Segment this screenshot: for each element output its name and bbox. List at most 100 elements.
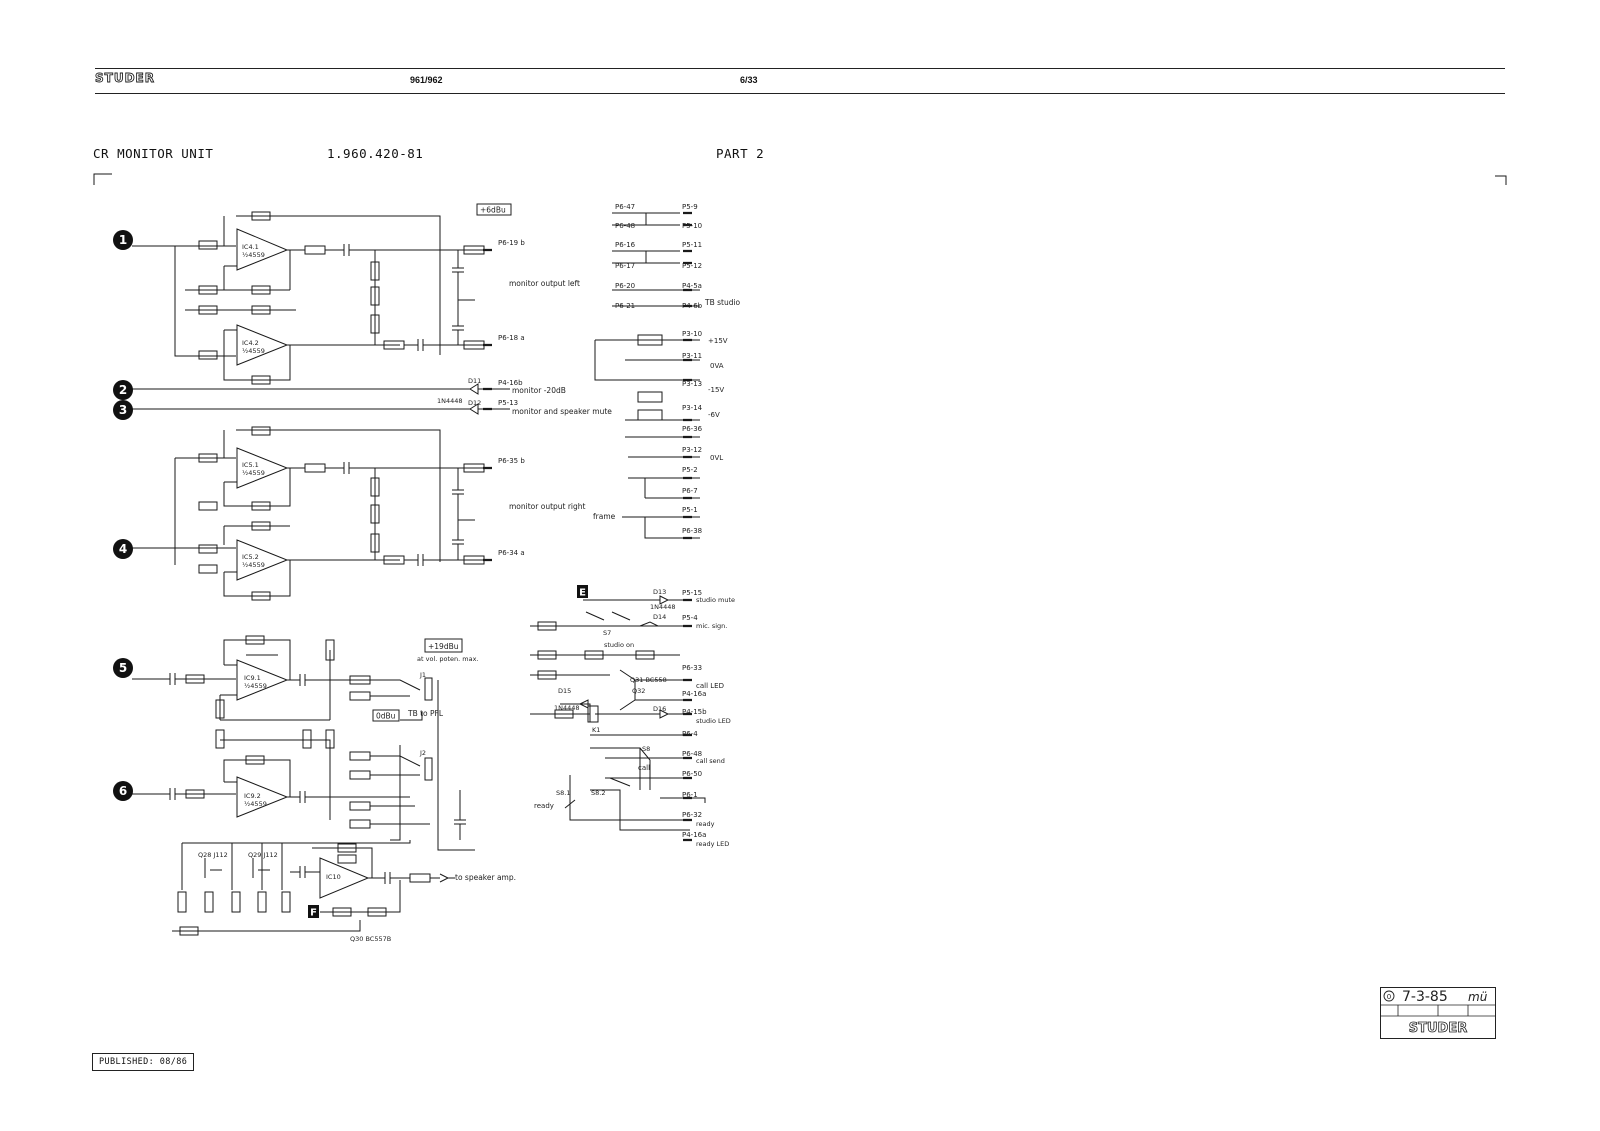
transistor-label: Q29 J112 (248, 851, 278, 859)
corner-mark-right (1495, 175, 1507, 185)
diode-label: D14 (653, 613, 666, 621)
marker-6-label: 6 (119, 784, 127, 798)
conn-right: P6-36 (682, 425, 703, 433)
conn-p5-13: P5-13 (498, 399, 518, 407)
ic-opamp-ic92 (236, 776, 289, 818)
conn-right: P6-47 (615, 203, 635, 211)
stamp-date: 7-3-85 (1402, 989, 1448, 1005)
marker-4 (113, 539, 133, 559)
header-top-rule (95, 68, 1505, 69)
marker-1 (113, 230, 133, 250)
label-monitor-and-speaker-mute: monitor and speaker mute (512, 407, 612, 416)
switch-label: S8.1 (556, 789, 570, 797)
label-call-led: call LED (696, 682, 724, 690)
conn-control: P4-15b (682, 708, 707, 716)
conn-right: P3-12 (682, 446, 702, 454)
conn-right: P3-14 (682, 404, 703, 412)
diode-label: D15 (558, 687, 571, 695)
marker-5 (113, 658, 133, 678)
transistor-label: Q28 J112 (198, 851, 228, 859)
conn-p6-34: P6-34 a (498, 549, 525, 557)
ic-type-label: ½4559 (244, 682, 267, 690)
conn-right: P6-17 (615, 262, 635, 270)
conn-right: P5-12 (682, 262, 702, 270)
boxed-marker-f-label: F (310, 908, 317, 919)
ic52-label: IC5.2 (242, 553, 259, 561)
conn-right: P6-21 (615, 302, 635, 310)
label-monitor-minus20: monitor -20dB (512, 386, 566, 395)
ic-type-label: ½4559 (242, 561, 265, 569)
conn-p6-19: P6-19 b (498, 239, 525, 247)
ic92-label: IC9.2 (244, 792, 261, 800)
conn-control: P6-1 (682, 791, 698, 799)
diode-label: D11 (468, 377, 481, 385)
diode-label: D16 (653, 705, 666, 713)
transistor-label: Q32 (632, 687, 645, 695)
stamp-index: 0 (1387, 993, 1391, 1001)
ic-opamp-ic51 (236, 447, 289, 489)
ic-opamp-ic10 (319, 857, 370, 899)
marker-4-label: 4 (119, 542, 127, 556)
level-tag-19dbu: +19dBu (428, 642, 459, 651)
label-mic-sign: mic. sign. (696, 622, 727, 630)
ic51-label: IC5.1 (242, 461, 259, 469)
conn-right: P5-2 (682, 466, 698, 474)
conn-right: P3-11 (682, 352, 702, 360)
switch-label: J1 (419, 671, 426, 679)
supply-label: 0VL (710, 454, 723, 462)
conn-right: P5-10 (682, 222, 702, 230)
marker-5-label: 5 (119, 661, 127, 675)
diode-type-label: 1N4448 (437, 397, 463, 405)
marker-2 (113, 380, 133, 400)
marker-1-label: 1 (119, 233, 127, 247)
level-tag-box (476, 203, 512, 216)
conn-control: P6-48 (682, 750, 702, 758)
label-ready-led: ready LED (696, 840, 729, 848)
switch-label: K1 (592, 726, 600, 734)
published-date: PUBLISHED: 08/86 (92, 1053, 195, 1071)
level-tag-6dbu: +6dBu (480, 206, 506, 215)
label-studio-mute: studio mute (696, 596, 735, 604)
label-monitor-output-right: monitor output right (509, 502, 586, 511)
marker-6 (113, 781, 133, 801)
part-number: 1.960.420-81 (327, 146, 424, 161)
label-monitor-output-left: monitor output left (509, 279, 580, 288)
page-number: 6/33 (740, 75, 758, 85)
marker-3 (113, 400, 133, 420)
diode-type-label: 1N4448 (650, 603, 676, 611)
boxed-marker-f (308, 905, 319, 918)
ic42-label: IC4.2 (242, 339, 259, 347)
diode-type-label: 1N4448 (554, 704, 580, 712)
label-call-send: call send (696, 757, 725, 765)
supply-label: -15V (708, 386, 724, 394)
conn-control: P5-15 (682, 589, 702, 597)
conn-p6-35: P6-35 b (498, 457, 525, 465)
stamp-brand: STUDER (1409, 1021, 1467, 1036)
part-label: PART 2 (716, 146, 765, 161)
stamp-initials: mü (1468, 990, 1488, 1004)
conn-control: P6-32 (682, 811, 702, 819)
label-studio-led: studio LED (696, 717, 731, 725)
conn-control: P4-16a (682, 831, 706, 839)
conn-right: P4-6b (682, 302, 703, 310)
ic41-label: IC4.1 (242, 243, 259, 251)
switch-label: J2 (419, 749, 426, 757)
model-number: 961/962 (410, 75, 443, 85)
revision-stamp: 0 7-3-85 mü STUDER (1380, 987, 1496, 1039)
ic10-label: IC10 (326, 873, 341, 881)
unit-title: CR MONITOR UNIT (93, 146, 214, 161)
supply-label: -6V (708, 411, 720, 419)
conn-control: P5-4 (682, 614, 698, 622)
conn-right: P4-5a (682, 282, 702, 290)
label-tb-studio: TB studio (704, 298, 741, 307)
supply-label: +15V (708, 337, 728, 345)
label-call: call (638, 764, 650, 772)
conn-right: P3-10 (682, 330, 702, 338)
label-to-speaker-amp: to speaker amp. (455, 873, 516, 882)
conn-control: P6-33 (682, 664, 702, 672)
ic-opamp-ic52 (236, 539, 289, 581)
switch-label: S8 (642, 745, 650, 753)
conn-control: P4-16a (682, 690, 706, 698)
ic91-label: IC9.1 (244, 674, 261, 682)
